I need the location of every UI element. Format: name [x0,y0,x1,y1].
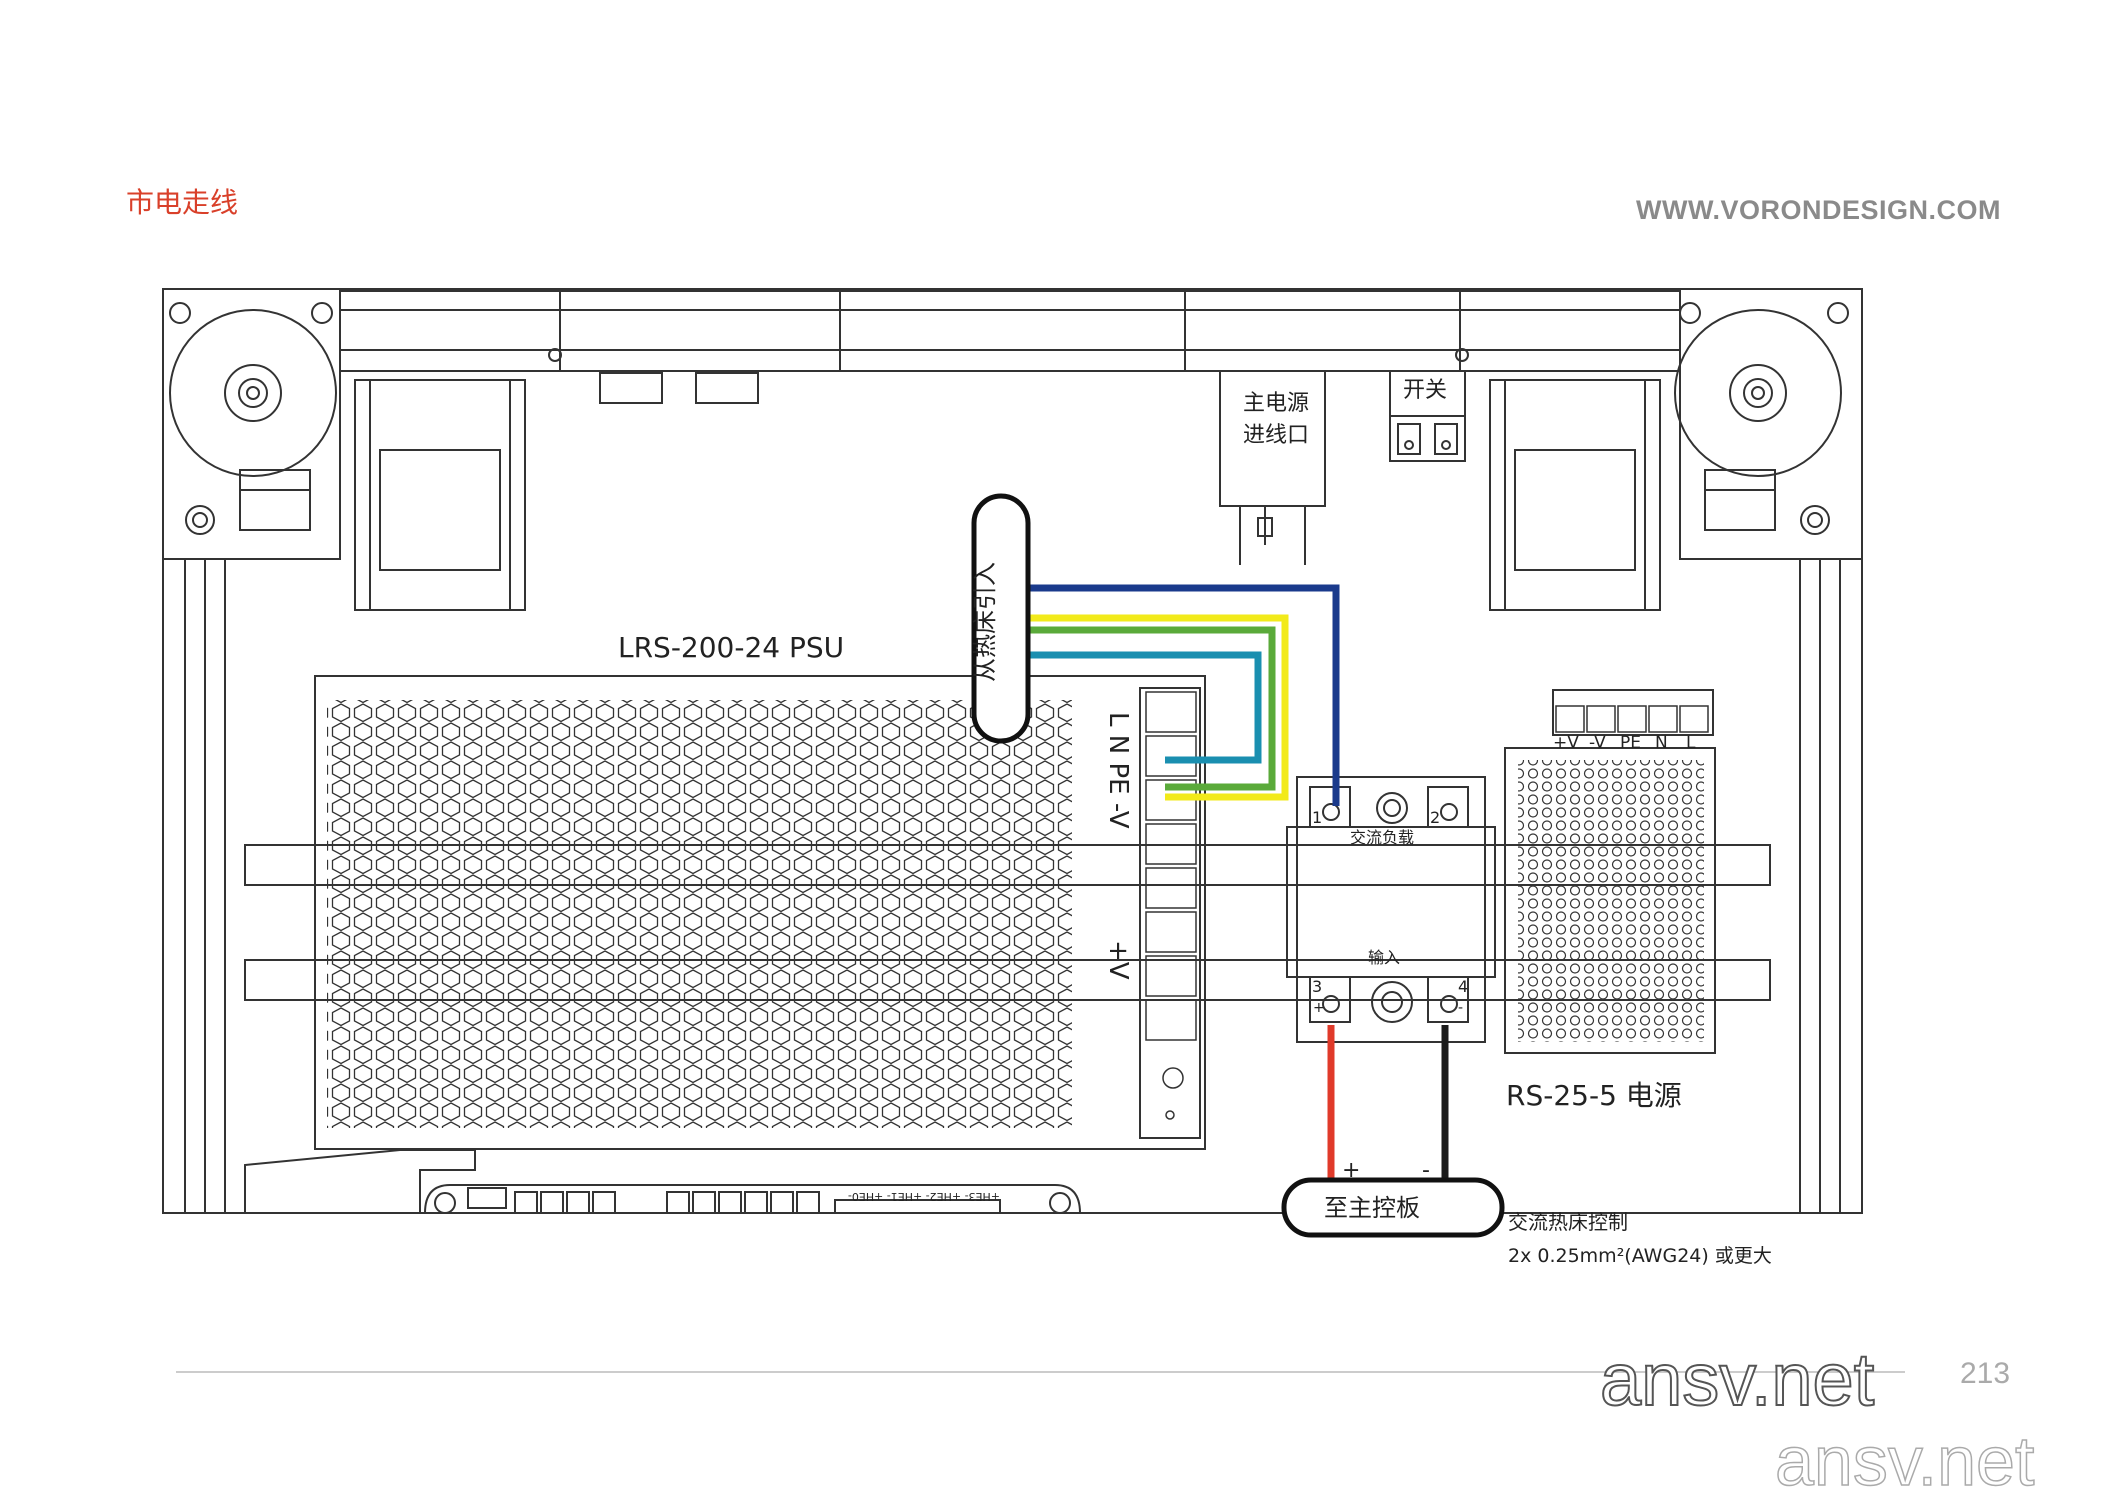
ssr-pin-3: 3 [1312,977,1322,996]
heater-header-labels: +HE3- +HE2- +HE1- +HE0- [848,1190,1000,1203]
rs25-terminal-v-minus: -V [1589,733,1606,753]
wire-teal [1028,651,1262,764]
wire-green [1028,626,1276,791]
website-url: WWW.VORONDESIGN.COM [1636,195,2001,225]
rs25-terminal-pe: PE [1620,733,1641,753]
watermark-corner: ansv.net [1775,1422,2034,1489]
main-psu-label: LRS-200-24 PSU [618,631,844,664]
ssr-input-plus: + [1313,1000,1325,1016]
rs25-terminal-v-plus: +V [1553,733,1579,753]
mains-inlet [1219,370,1326,565]
control-wires [1327,1025,1449,1182]
right-stepper-motor [1489,288,1863,611]
main-psu-plus-v-label: +V [1103,940,1133,980]
from-bed-callout [971,493,1031,744]
to-mainboard-label: 至主控板 [1324,1194,1420,1222]
power-switch [1389,370,1466,462]
wire-plus-label: + [1342,1158,1360,1183]
switch-label: 开关 [1403,378,1447,403]
bed-wires [1028,584,1340,806]
ssr-load-label: 交流负载 [1350,828,1414,847]
ssr-pin-1: 1 [1312,808,1322,827]
solid-state-relay [1286,776,1496,1043]
watermark-main: ansv.net [1600,1338,1875,1421]
main-psu-terminal-labels: L N PE -V [1103,712,1133,829]
ssr-input-label: 输入 [1368,948,1400,967]
ssr-pin-2: 2 [1430,808,1440,827]
rs25-psu-label: RS-25-5 电源 [1506,1079,1682,1112]
rs25-terminal-l: L [1686,733,1696,753]
rs25-terminal-n: N [1655,733,1668,753]
mains-inlet-label-1: 主电源 [1243,391,1309,416]
mains-inlet-label-2: 进线口 [1243,423,1309,448]
to-mainboard-callout [1281,1177,1505,1238]
page-number: 213 [1960,1357,2010,1390]
wire-yellow [1028,614,1289,801]
wire-blue [1028,584,1340,806]
ssr-input-minus: - [1458,1000,1463,1016]
page-title: 市电走线 [126,186,238,219]
wire-minus-label: - [1422,1158,1430,1183]
note-body: 2x 0.25mm²(AWG24) 或更大 [1508,1245,1772,1267]
note-title: 交流热床控制 [1508,1210,1628,1234]
main-psu [314,675,1206,1150]
ssr-pin-4: 4 [1458,977,1468,996]
mainboard-edge [244,1149,1081,1214]
rs25-psu [1504,689,1716,1054]
left-stepper-motor [162,288,526,611]
from-bed-label: 从热床引入 [971,562,999,682]
